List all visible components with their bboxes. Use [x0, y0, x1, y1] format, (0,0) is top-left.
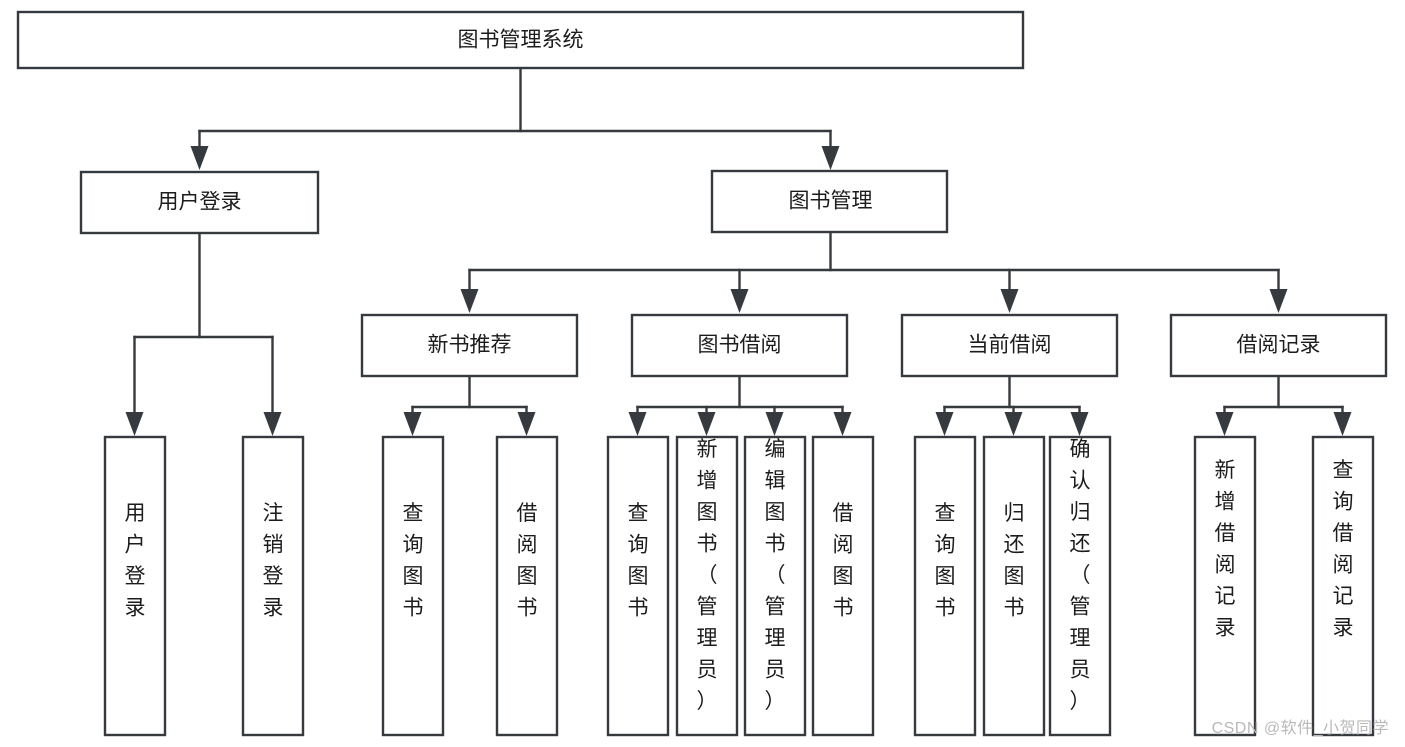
leaf-box[interactable]	[103, 435, 167, 737]
node-user-login-label: 用户登录	[158, 191, 242, 214]
leaf-label: 编辑图书（管理员）	[765, 438, 786, 713]
node-leaf[interactable]: 新增图书（管理员）	[675, 435, 739, 737]
node-book-borrow[interactable]: 图书借阅	[630, 313, 849, 378]
node-leaf[interactable]: 注销登录	[241, 435, 305, 737]
leaf-label: 新增图书（管理员）	[697, 438, 718, 713]
node-book-management-box[interactable]	[710, 169, 949, 234]
node-new-book-recommend[interactable]: 新书推荐	[360, 313, 579, 378]
arrow-icon	[460, 289, 479, 313]
leaf-label: 确认归还（管理员）	[1070, 438, 1091, 713]
node-borrow-records-box[interactable]	[1169, 313, 1388, 378]
arrow-icon	[1215, 412, 1234, 436]
node-leaf[interactable]: 查询图书	[606, 435, 670, 737]
leaf-box[interactable]	[913, 435, 977, 737]
arrow-icon	[1333, 412, 1352, 436]
node-borrow-records[interactable]: 借阅记录	[1169, 313, 1388, 378]
node-leaf[interactable]: 用户登录	[103, 435, 167, 737]
node-current-borrow-box[interactable]	[900, 313, 1119, 378]
node-root-box[interactable]	[16, 10, 1025, 70]
node-leaf[interactable]: 查询借阅记录	[1311, 435, 1375, 737]
arrow-icon	[125, 412, 144, 436]
leaf-box[interactable]	[241, 435, 305, 737]
arrow-icon	[765, 412, 784, 436]
node-leaf[interactable]: 新增借阅记录	[1193, 435, 1257, 737]
node-user-login[interactable]: 用户登录	[79, 170, 320, 235]
leaf-box[interactable]	[1193, 435, 1257, 737]
node-borrow-records-label: 借阅记录	[1237, 334, 1321, 357]
connector-layer	[125, 66, 1352, 436]
node-current-borrow-label: 当前借阅	[968, 334, 1052, 357]
leaf-box[interactable]	[675, 435, 739, 737]
node-leaf[interactable]: 借阅图书	[495, 435, 559, 737]
arrow-icon	[1269, 289, 1288, 313]
arrow-icon	[697, 412, 716, 436]
node-new-book-recommend-box[interactable]	[360, 313, 579, 378]
leaf-label: 查询图书	[628, 502, 649, 620]
arrow-icon	[935, 412, 954, 436]
node-new-book-recommend-label: 新书推荐	[428, 334, 512, 357]
node-leaf[interactable]: 借阅图书	[811, 435, 875, 737]
leaf-label: 借阅图书	[517, 502, 538, 620]
node-leaf[interactable]: 查询图书	[381, 435, 445, 737]
arrow-icon	[1004, 412, 1023, 436]
node-book-borrow-box[interactable]	[630, 313, 849, 378]
node-leaf[interactable]: 编辑图书（管理员）	[743, 435, 807, 737]
node-root[interactable]: 图书管理系统	[16, 10, 1025, 70]
node-root-label: 图书管理系统	[458, 29, 584, 52]
leaf-box[interactable]	[982, 435, 1046, 737]
leaf-label: 归还图书	[1004, 502, 1025, 620]
arrow-icon	[730, 289, 749, 313]
arrow-icon	[821, 146, 840, 170]
leaf-box[interactable]	[811, 435, 875, 737]
leaf-box[interactable]	[606, 435, 670, 737]
node-leaf[interactable]: 确认归还（管理员）	[1048, 435, 1112, 737]
leaf-box[interactable]	[495, 435, 559, 737]
node-book-management[interactable]: 图书管理	[710, 169, 949, 234]
arrow-icon	[833, 412, 852, 436]
leaf-label: 借阅图书	[833, 502, 854, 620]
leaf-box[interactable]	[1048, 435, 1112, 737]
arrow-icon	[403, 412, 422, 436]
leaf-box[interactable]	[1311, 435, 1375, 737]
leaf-label: 注销登录	[263, 502, 284, 620]
node-current-borrow[interactable]: 当前借阅	[900, 313, 1119, 378]
arrow-icon	[628, 412, 647, 436]
leaf-label: 用户登录	[125, 502, 146, 620]
leaf-box[interactable]	[743, 435, 807, 737]
leaf-label: 查询图书	[403, 502, 424, 620]
node-user-login-box[interactable]	[79, 170, 320, 235]
leaf-label: 查询图书	[935, 502, 956, 620]
arrow-icon	[1000, 289, 1019, 313]
node-leaf[interactable]: 查询图书	[913, 435, 977, 737]
leaf-label: 查询借阅记录	[1333, 459, 1354, 640]
leaf-box[interactable]	[381, 435, 445, 737]
arrow-icon	[263, 412, 282, 436]
arrow-icon	[1070, 412, 1089, 436]
arrow-icon	[517, 412, 536, 436]
arrow-icon	[190, 146, 209, 170]
node-leaf[interactable]: 归还图书	[982, 435, 1046, 737]
leaf-label: 新增借阅记录	[1215, 459, 1236, 640]
node-book-borrow-label: 图书借阅	[698, 334, 782, 357]
node-book-management-label: 图书管理	[789, 190, 873, 213]
